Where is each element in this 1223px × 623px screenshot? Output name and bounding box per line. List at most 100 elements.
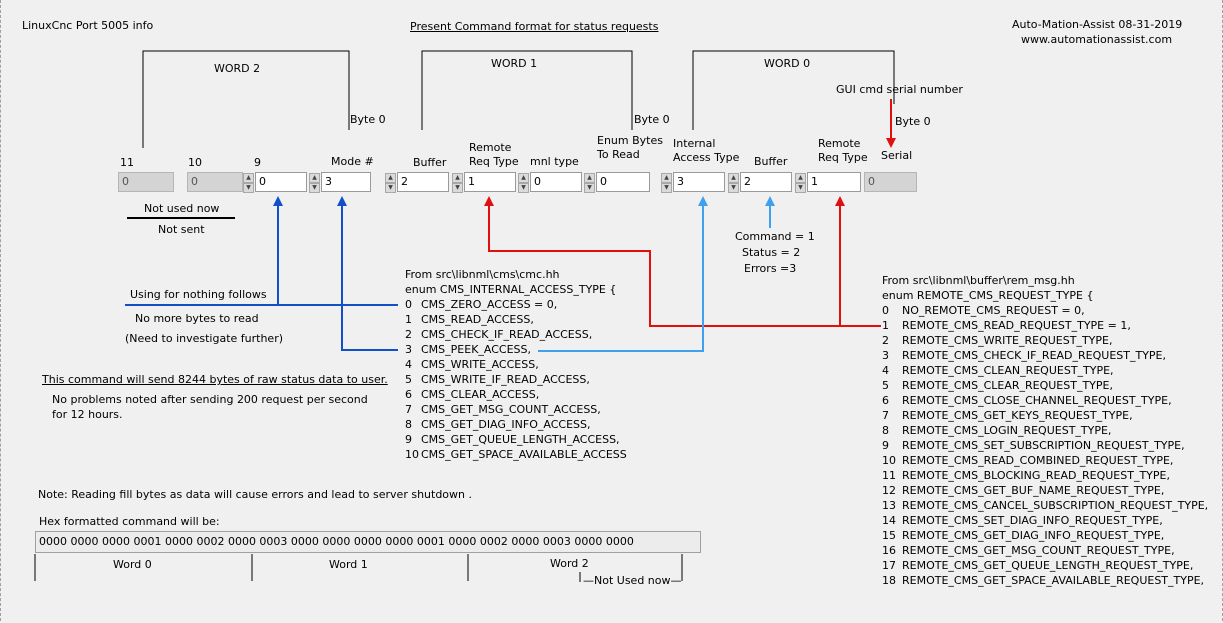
field-11-value: 0 — [118, 172, 174, 192]
cms-enum-item-number: 2 — [405, 328, 412, 341]
cms-enum-item-number: 9 — [405, 433, 412, 446]
remote-enum-item-name: REMOTE_CMS_CLOSE_CHANNEL_REQUEST_TYPE, — [902, 394, 1172, 407]
buffer-arrow — [765, 196, 775, 206]
serial-value: 0 — [864, 172, 917, 192]
mode-line — [341, 203, 398, 351]
remote-enum-item-name: REMOTE_CMS_LOGIN_REQUEST_TYPE, — [902, 424, 1112, 437]
not-sent-text: Not sent — [158, 223, 205, 236]
mode-input[interactable]: 3 — [321, 172, 371, 192]
remote-enum-item: 13 REMOTE_CMS_CANCEL_SUBSCRIPTION_REQUEST… — [882, 499, 1208, 513]
cms-enum-item-name: CMS_CLEAR_ACCESS, — [421, 388, 540, 401]
internal-access-line — [538, 203, 704, 352]
no-problems-line1: No problems noted after sending 200 requ… — [52, 393, 368, 406]
remote-enum-item-number: 1 — [882, 319, 889, 332]
remote-enum-item-name: REMOTE_CMS_SET_SUBSCRIPTION_REQUEST_TYPE… — [902, 439, 1185, 452]
using-nothing-text: Using for nothing follows — [130, 288, 267, 301]
cms-enum-item-number: 10 — [405, 448, 419, 461]
cms-enum-item-number: 1 — [405, 313, 412, 326]
enum-bytes-spinner[interactable]: ▲▼ — [584, 173, 595, 193]
field-label-enum-bytes: Enum Bytes To Read — [597, 134, 663, 161]
cms-enum-item-name: CMS_WRITE_ACCESS, — [421, 358, 539, 371]
remote-enum-item-name: REMOTE_CMS_GET_BUF_NAME_REQUEST_TYPE, — [902, 484, 1165, 497]
buffer-type-command: Command = 1 — [735, 230, 815, 243]
buffer-w0-spinner[interactable]: ▲▼ — [728, 173, 739, 193]
remote-enum-item-number: 13 — [882, 499, 896, 512]
mode-spinner[interactable]: ▲▼ — [309, 173, 320, 193]
buffer-w1-spinner[interactable]: ▲▼ — [385, 173, 396, 193]
remote-w0-input[interactable]: 1 — [807, 172, 861, 192]
field-label-10: 10 — [188, 156, 202, 169]
not-used-now-small: —Not Used now— — [583, 574, 682, 587]
remote-enum-item-name: REMOTE_CMS_GET_MSG_COUNT_REQUEST_TYPE, — [902, 544, 1175, 557]
byte0-word1: Byte 0 — [634, 113, 670, 126]
word0-bracket — [692, 50, 895, 130]
remote-enum-item-number: 16 — [882, 544, 896, 557]
hex-label: Hex formatted command will be: — [39, 515, 220, 528]
cms-enum-item-number: 5 — [405, 373, 412, 386]
cms-enum-item-name: CMS_PEEK_ACCESS, — [421, 343, 532, 356]
buffer-w0-input[interactable]: 2 — [740, 172, 792, 192]
word2-bottom-label: Word 2 — [550, 557, 589, 570]
field-label-buffer-w1: Buffer — [413, 156, 447, 169]
remote-w1-spinner[interactable]: ▲▼ — [452, 173, 463, 193]
remote-enum-item-number: 5 — [882, 379, 889, 392]
word0-bottom-label: Word 0 — [113, 558, 152, 571]
remote-w1-input[interactable]: 1 — [464, 172, 516, 192]
remote-enum-item-number: 9 — [882, 439, 889, 452]
mnl-type-input[interactable]: 0 — [530, 172, 582, 192]
word1-label: WORD 1 — [491, 57, 538, 70]
remote-enum-item-number: 12 — [882, 484, 896, 497]
hex-command-field[interactable]: 0000 0000 0000 0001 0000 0002 0000 0003 … — [35, 531, 701, 553]
remote-enum-item-name: REMOTE_CMS_GET_SPACE_AVAILABLE_REQUEST_T… — [902, 574, 1205, 587]
internal-access-input[interactable]: 3 — [673, 172, 725, 192]
field-9-input[interactable]: 0 — [255, 172, 307, 192]
not-used-now-small-text: Not Used now — [594, 574, 671, 587]
remote-enum-item: 11 REMOTE_CMS_BLOCKING_READ_REQUEST_TYPE, — [882, 469, 1170, 483]
no-problems-line2: for 12 hours. — [52, 408, 123, 421]
cms-enum-item: 3 CMS_PEEK_ACCESS, — [405, 343, 531, 357]
remote-enum-item-name: REMOTE_CMS_SET_DIAG_INFO_REQUEST_TYPE, — [902, 514, 1163, 527]
remote-req-line-word1 — [488, 203, 881, 327]
remote-w0-spinner[interactable]: ▲▼ — [795, 173, 806, 193]
remote-enum-item-number: 11 — [882, 469, 896, 482]
remote-enum-item-number: 2 — [882, 334, 889, 347]
remote-enum-item: 8 REMOTE_CMS_LOGIN_REQUEST_TYPE, — [882, 424, 1111, 438]
field-label-internal-access: Internal Access Type — [673, 137, 740, 164]
remote-enum-item-name: REMOTE_CMS_BLOCKING_READ_REQUEST_TYPE, — [902, 469, 1170, 482]
remote-req-arrow-word1 — [484, 196, 494, 206]
cms-enum-item-name: CMS_GET_SPACE_AVAILABLE_ACCESS — [421, 448, 627, 461]
remote-enum-item-name: REMOTE_CMS_CANCEL_SUBSCRIPTION_REQUEST_T… — [902, 499, 1209, 512]
field9-arrow — [273, 196, 283, 206]
word2-bracket — [142, 50, 350, 148]
remote-enum-header: enum REMOTE_CMS_REQUEST_TYPE { — [882, 289, 1094, 302]
field-9-spinner[interactable]: ▲▼ — [243, 173, 254, 193]
remote-enum-item-number: 8 — [882, 424, 889, 437]
cms-enum-item-name: CMS_GET_MSG_COUNT_ACCESS, — [421, 403, 601, 416]
remote-enum-item-number: 18 — [882, 574, 896, 587]
cms-enum-item-number: 8 — [405, 418, 412, 431]
cms-enum-item-number: 3 — [405, 343, 412, 356]
enum-bytes-input[interactable]: 0 — [596, 172, 650, 192]
mode-arrow — [337, 196, 347, 206]
internal-access-spinner[interactable]: ▲▼ — [661, 173, 672, 193]
remote-enum-item: 12 REMOTE_CMS_GET_BUF_NAME_REQUEST_TYPE, — [882, 484, 1164, 498]
mnl-type-spinner[interactable]: ▲▼ — [518, 173, 529, 193]
buffer-w1-input[interactable]: 2 — [397, 172, 449, 192]
field-label-remote-w0: Remote Req Type — [818, 137, 868, 164]
remote-enum-item-number: 10 — [882, 454, 896, 467]
